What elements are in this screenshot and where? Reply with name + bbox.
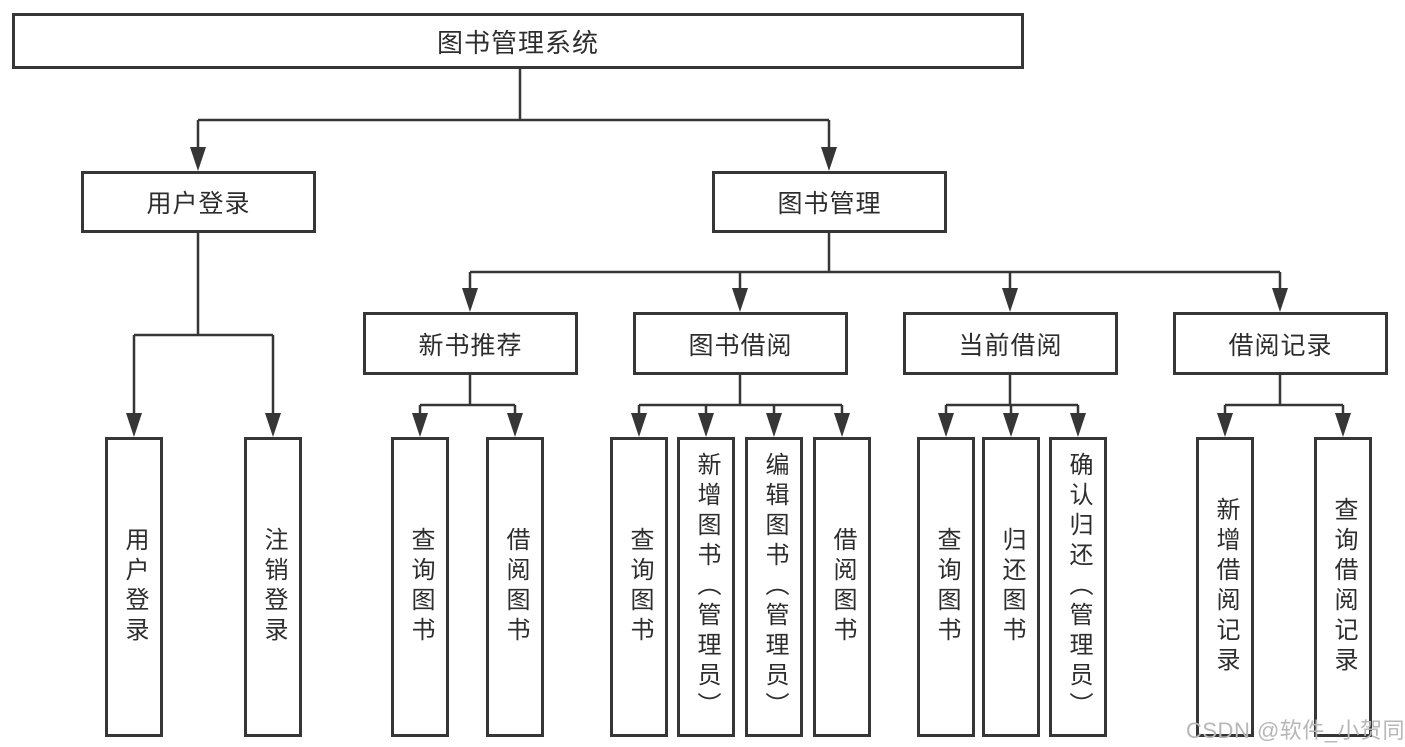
leaf-add-book-admin: 新增图书（管理员） (677, 437, 735, 737)
leaf-borrow-books-borrowing: 借阅图书 (813, 437, 871, 737)
leaf-borrow-books-recommend: 借阅图书 (486, 437, 544, 737)
leaf-query-books-current: 查询图书 (917, 437, 975, 737)
csdn-watermark: CSDN @软件_小贺同学 (1186, 718, 1405, 743)
leaf-logout: 注销登录 (244, 437, 302, 737)
leaf-return-book: 归还图书 (982, 437, 1040, 737)
leaf-add-borrow-record: 新增借阅记录 (1196, 437, 1254, 737)
node-book-management: 图书管理 (712, 171, 947, 233)
connector-lines (132, 69, 1345, 417)
leaf-query-borrow-record: 查询借阅记录 (1314, 437, 1372, 737)
node-user-login: 用户登录 (81, 171, 316, 233)
leaf-user-login: 用户登录 (105, 437, 163, 737)
node-book-borrowing: 图书借阅 (633, 312, 848, 375)
node-root-system: 图书管理系统 (12, 13, 1024, 69)
leaf-query-books-recommend: 查询图书 (391, 437, 449, 737)
leaf-query-books-borrowing: 查询图书 (610, 437, 668, 737)
node-current-borrowing: 当前借阅 (903, 312, 1118, 375)
arrowhead-icons (126, 147, 1351, 437)
leaf-confirm-return-admin: 确认归还（管理员） (1049, 437, 1107, 737)
leaf-edit-book-admin: 编辑图书（管理员） (745, 437, 803, 737)
node-borrowing-records: 借阅记录 (1173, 312, 1388, 375)
node-new-book-recommendation: 新书推荐 (363, 312, 578, 375)
